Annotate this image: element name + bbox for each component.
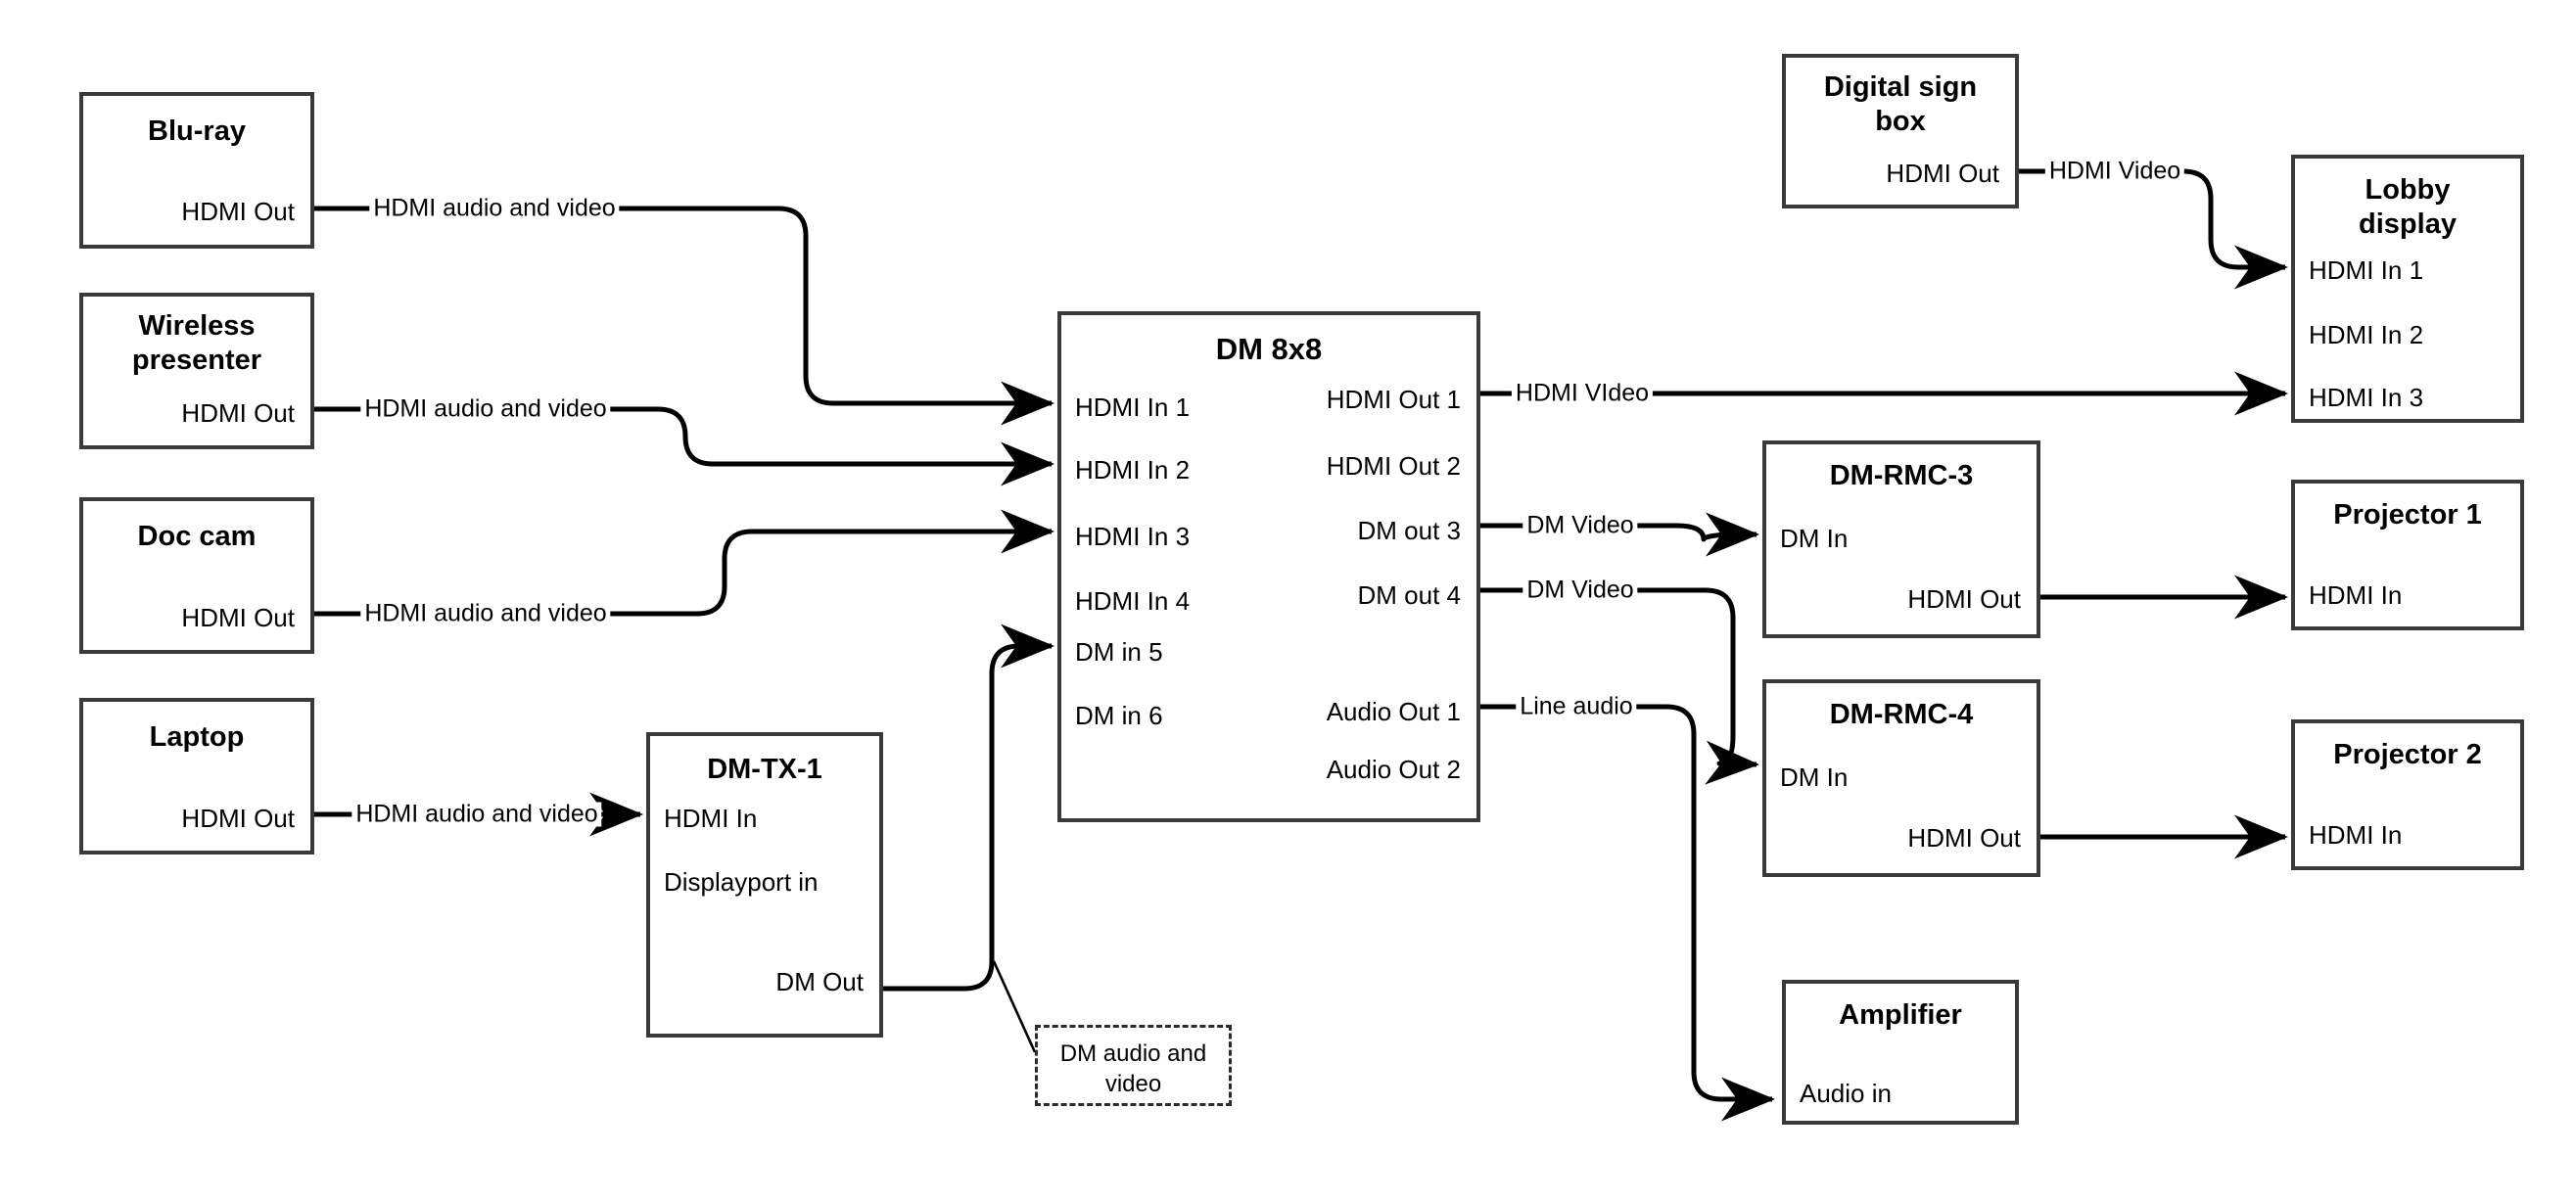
doc-cam-port-hdmi-out[interactable]: HDMI Out bbox=[181, 603, 295, 632]
annotation-line1: DM audio and bbox=[1059, 1040, 1207, 1067]
dm-8x8-port-dm-out-3[interactable]: DM out 3 bbox=[1357, 516, 1462, 545]
dm-rmc-3-port-hdmi-out[interactable]: HDMI Out bbox=[1907, 584, 2021, 614]
wire-doccam-to-dm8x8-in3 bbox=[314, 509, 1055, 617]
dm-rmc-4-port-hdmi-out[interactable]: HDMI Out bbox=[1907, 823, 2021, 853]
dm-tx-1-title: DM-TX-1 bbox=[707, 754, 822, 785]
wireless-presenter-port-hdmi-out[interactable]: HDMI Out bbox=[181, 398, 295, 428]
dm-8x8-port-hdmi-in-2[interactable]: HDMI In 2 bbox=[1075, 455, 1191, 485]
wire-label-wireless: HDMI audio and video bbox=[360, 396, 611, 422]
dm-rmc-4-title: DM-RMC-4 bbox=[1829, 699, 1974, 730]
node-dm-8x8[interactable]: DM 8x8 HDMI In 1 HDMI In 2 HDMI In 3 HDM… bbox=[1057, 311, 1480, 822]
dm-8x8-port-audio-out-1[interactable]: Audio Out 1 bbox=[1326, 697, 1461, 726]
lobby-display-port-hdmi-in-2[interactable]: HDMI In 2 bbox=[2309, 320, 2424, 349]
node-laptop[interactable]: Laptop HDMI Out bbox=[79, 698, 314, 855]
dm-8x8-port-dm-out-4[interactable]: DM out 4 bbox=[1357, 580, 1462, 610]
node-amplifier[interactable]: Amplifier Audio in bbox=[1782, 980, 2019, 1125]
node-bluray[interactable]: Blu-ray HDMI Out bbox=[79, 92, 314, 249]
node-digital-sign-box[interactable]: Digital sign box HDMI Out bbox=[1782, 54, 2019, 208]
doc-cam-title: Doc cam bbox=[137, 521, 257, 552]
dm-8x8-port-dm-in-6[interactable]: DM in 6 bbox=[1075, 701, 1163, 730]
dm-8x8-port-hdmi-in-1[interactable]: HDMI In 1 bbox=[1075, 393, 1191, 422]
wire-label-dm-video-3: DM Video bbox=[1522, 513, 1638, 538]
wire-label-line-audio: Line audio bbox=[1516, 694, 1637, 719]
wireless-presenter-title-line2: presenter bbox=[131, 345, 262, 376]
digital-sign-box-title-line2: box bbox=[1875, 106, 1926, 137]
dm-8x8-port-hdmi-out-2[interactable]: HDMI Out 2 bbox=[1326, 451, 1461, 481]
lobby-display-title-line2: display bbox=[2359, 208, 2457, 240]
wire-bluray-to-dm8x8-in1 bbox=[314, 206, 1055, 426]
wire-dmtx1-to-dm8x8-in5 bbox=[883, 624, 1055, 992]
projector-1-port-hdmi-in[interactable]: HDMI In bbox=[2309, 580, 2403, 610]
amplifier-title: Amplifier bbox=[1839, 999, 1962, 1031]
dm-tx-1-port-hdmi-in[interactable]: HDMI In bbox=[664, 804, 758, 833]
dm-8x8-port-hdmi-in-4[interactable]: HDMI In 4 bbox=[1075, 586, 1191, 616]
bluray-port-hdmi-out[interactable]: HDMI Out bbox=[181, 197, 295, 226]
projector-2-port-hdmi-in[interactable]: HDMI In bbox=[2309, 820, 2403, 850]
laptop-port-hdmi-out[interactable]: HDMI Out bbox=[181, 804, 295, 833]
wire-note-leader bbox=[992, 960, 1037, 1053]
dm-rmc-3-port-dm-in[interactable]: DM In bbox=[1780, 524, 1849, 553]
node-projector-2[interactable]: Projector 2 HDMI In bbox=[2291, 719, 2524, 870]
amplifier-port-audio-in[interactable]: Audio in bbox=[1800, 1079, 1892, 1108]
node-wireless-presenter[interactable]: Wireless presenter HDMI Out bbox=[79, 293, 314, 449]
dm-tx-1-port-displayport-in[interactable]: Displayport in bbox=[664, 867, 819, 897]
wire-wireless-to-dm8x8-in2 bbox=[314, 406, 1055, 486]
laptop-title: Laptop bbox=[149, 721, 245, 753]
dm-8x8-port-hdmi-out-1[interactable]: HDMI Out 1 bbox=[1326, 385, 1461, 414]
annotation-line2: video bbox=[1104, 1071, 1162, 1097]
wire-label-dm-video-4: DM Video bbox=[1522, 577, 1638, 603]
wire-label-hdmi-video-out1: HDMI VIdeo bbox=[1511, 381, 1654, 406]
node-dm-tx-1[interactable]: DM-TX-1 HDMI In Displayport in DM Out bbox=[646, 732, 883, 1038]
wire-label-laptop: HDMI audio and video bbox=[351, 802, 602, 827]
dm-rmc-3-title: DM-RMC-3 bbox=[1829, 460, 1974, 491]
wire-dm8x8-out4-to-dmrmc4 bbox=[1480, 587, 1759, 785]
wire-label-hdmi-video-sign: HDMI Video bbox=[2044, 159, 2185, 184]
wireless-presenter-title-line1: Wireless bbox=[138, 310, 256, 342]
node-dm-rmc-4[interactable]: DM-RMC-4 DM In HDMI Out bbox=[1762, 679, 2040, 877]
digital-sign-box-port-hdmi-out[interactable]: HDMI Out bbox=[1886, 159, 1999, 188]
lobby-display-port-hdmi-in-1[interactable]: HDMI In 1 bbox=[2309, 255, 2424, 285]
lobby-display-title-line1: Lobby bbox=[2365, 174, 2451, 206]
lobby-display-port-hdmi-in-3[interactable]: HDMI In 3 bbox=[2309, 383, 2424, 412]
wire-label-doccam: HDMI audio and video bbox=[360, 601, 611, 626]
dm-tx-1-port-dm-out[interactable]: DM Out bbox=[775, 967, 864, 996]
node-doc-cam[interactable]: Doc cam HDMI Out bbox=[79, 497, 314, 654]
node-lobby-display[interactable]: Lobby display HDMI In 1 HDMI In 2 HDMI I… bbox=[2291, 155, 2524, 423]
node-dm-rmc-3[interactable]: DM-RMC-3 DM In HDMI Out bbox=[1762, 440, 2040, 638]
wire-digitalsign-to-lobby-in1 bbox=[2019, 168, 2289, 290]
dm-8x8-title: DM 8x8 bbox=[1215, 332, 1323, 366]
bluray-title: Blu-ray bbox=[148, 115, 246, 147]
wire-dm8x8-out3-to-dmrmc3 bbox=[1480, 512, 1760, 557]
digital-sign-box-title-line1: Digital sign bbox=[1823, 71, 1978, 103]
projector-1-title: Projector 1 bbox=[2333, 499, 2482, 531]
projector-2-title: Projector 2 bbox=[2333, 739, 2482, 770]
annotation-dm-audio-and-video: DM audio and video bbox=[1035, 1025, 1232, 1106]
dm-8x8-port-dm-in-5[interactable]: DM in 5 bbox=[1075, 637, 1163, 667]
wire-label-bluray: HDMI audio and video bbox=[369, 196, 620, 221]
dm-8x8-port-audio-out-2[interactable]: Audio Out 2 bbox=[1326, 755, 1461, 784]
dm-rmc-4-port-dm-in[interactable]: DM In bbox=[1780, 762, 1849, 792]
dm-8x8-port-hdmi-in-3[interactable]: HDMI In 3 bbox=[1075, 522, 1191, 551]
wire-dm8x8-aout1-to-amplifier bbox=[1480, 704, 1776, 1122]
node-projector-1[interactable]: Projector 1 HDMI In bbox=[2291, 480, 2524, 630]
